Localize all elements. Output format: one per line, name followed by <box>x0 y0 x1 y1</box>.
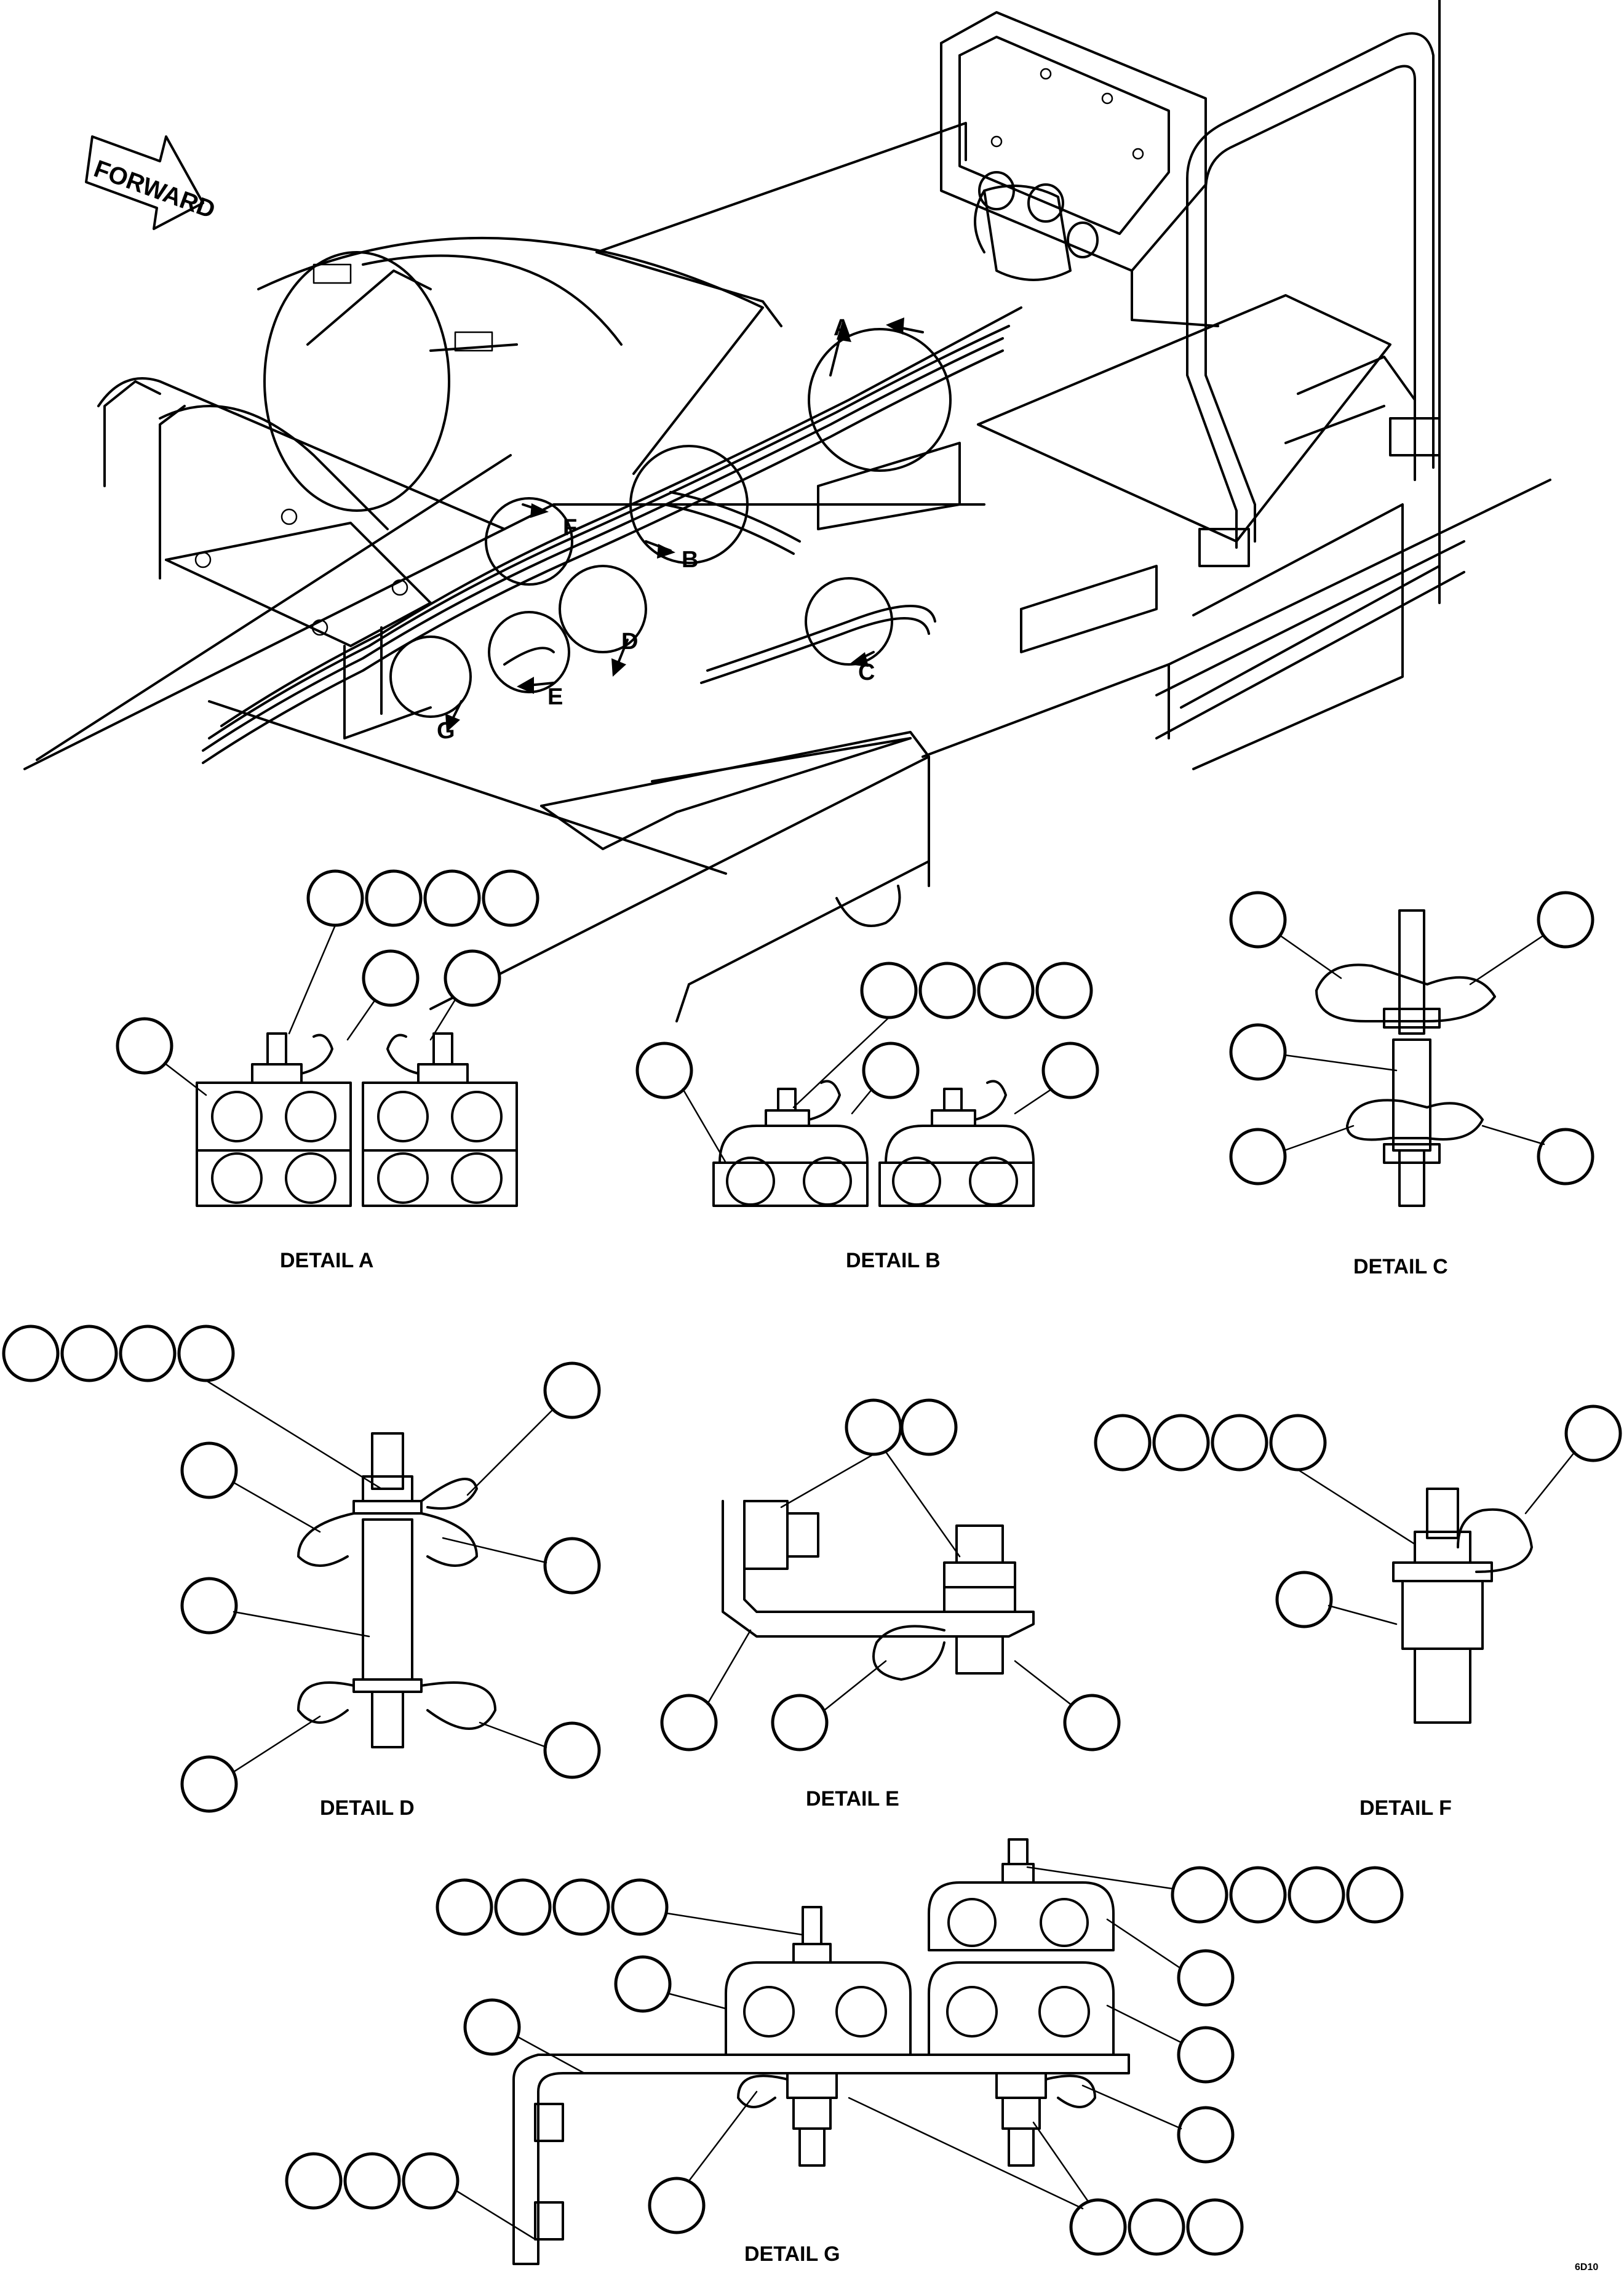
detail-a-label: DETAIL A <box>280 1249 373 1272</box>
frame-rails <box>23 0 1551 1022</box>
cylinder-tank <box>257 236 764 512</box>
callout-circle-e <box>488 611 570 693</box>
detail-f: DETAIL F <box>1094 1404 1622 1820</box>
detail-a: DETAIL A <box>116 869 539 1272</box>
callout-letter-f: F <box>563 515 577 541</box>
detail-d-label: DETAIL D <box>320 1796 415 1820</box>
cable-harness <box>202 306 1022 764</box>
detail-c: DETAIL C <box>1229 891 1594 1278</box>
detail-e-label: DETAIL E <box>806 1787 899 1811</box>
detail-f-label: DETAIL F <box>1359 1796 1452 1820</box>
detail-e: DETAIL E <box>660 1398 1121 1811</box>
callout-circle-g <box>389 635 472 718</box>
callout-circles: A B C D E F G <box>389 315 952 744</box>
detail-b: DETAIL B <box>635 962 1099 1272</box>
callout-letter-d: D <box>621 629 638 655</box>
detail-b-label: DETAIL B <box>846 1249 941 1272</box>
detail-g: DETAIL G <box>285 1838 1404 2266</box>
control-box <box>940 11 1219 327</box>
callout-circle-f <box>485 497 573 586</box>
detail-d: DETAIL D <box>2 1325 601 1820</box>
floor-plates <box>595 122 1416 770</box>
detail-c-label: DETAIL C <box>1353 1255 1448 1278</box>
callout-letter-c: C <box>858 659 875 685</box>
callout-circle-d <box>559 565 647 653</box>
callout-circle-b <box>629 445 749 564</box>
safety-rail <box>1186 32 1441 567</box>
callout-letter-b: B <box>682 547 698 573</box>
callout-letter-g: G <box>437 718 455 744</box>
callout-letter-a: A <box>834 315 850 341</box>
callout-letter-e: E <box>547 684 563 710</box>
drawing-code: 6D10 <box>1575 2262 1598 2273</box>
main-assembly-view: FORWARD <box>23 0 1551 1022</box>
detail-g-label: DETAIL G <box>744 2242 840 2266</box>
callout-circle-a <box>808 328 952 472</box>
left-duct-assembly <box>97 377 506 739</box>
forward-arrow: FORWARD <box>85 135 218 230</box>
